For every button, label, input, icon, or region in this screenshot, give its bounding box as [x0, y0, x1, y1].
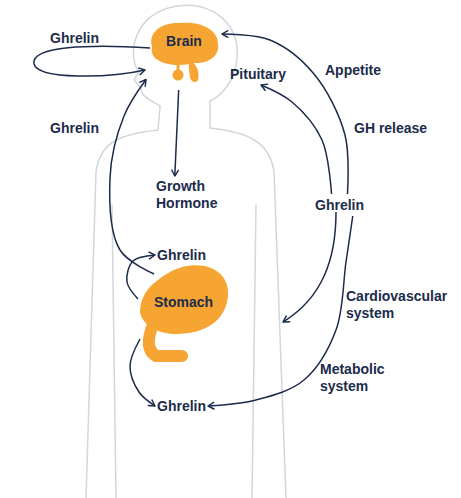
- arrow-connector: [208, 216, 353, 406]
- text-node: Ghrelin: [155, 244, 208, 266]
- text-node: Ghrelin: [155, 395, 208, 417]
- brain-organ: Brain: [146, 20, 222, 90]
- organ-outline: [146, 20, 222, 90]
- cardiovascular-arrow: [283, 212, 336, 322]
- node-text: Brain: [166, 33, 202, 50]
- edge-label: Ghrelin: [50, 120, 99, 137]
- loop-arrow: [34, 46, 150, 76]
- text-node: Growth Hormone: [154, 176, 258, 214]
- brain-shape: [151, 23, 218, 65]
- arrow-connector: [222, 34, 348, 194]
- brainstem-shape: [189, 60, 199, 82]
- pituitary-gland: [173, 70, 184, 81]
- arrow-connector: [261, 85, 332, 194]
- node-text: Ghrelin: [157, 398, 206, 415]
- text-node: Ghrelin: [313, 194, 366, 216]
- node-text: Ghrelin: [157, 247, 206, 264]
- body-outline: [86, 5, 286, 498]
- node-text: Growth Hormone: [156, 178, 256, 212]
- text-node: Pituitary: [228, 63, 288, 85]
- arrow-connector: [110, 80, 154, 275]
- annotation-label: Ghrelin: [50, 30, 99, 47]
- annotation-label: Cardiovascular system: [346, 288, 458, 322]
- organ-outline: [132, 264, 232, 364]
- node-text: Stomach: [154, 294, 213, 311]
- edge-label: Appetite: [325, 62, 381, 79]
- stomach-organ: Stomach: [132, 264, 232, 364]
- duodenum-shape: [149, 322, 182, 356]
- node-text: Pituitary: [230, 66, 286, 83]
- node-text: Ghrelin: [315, 197, 364, 214]
- arrow-connector: [175, 90, 179, 176]
- edge-label: Metabolic system: [320, 361, 404, 395]
- edge-label: GH release: [354, 120, 427, 137]
